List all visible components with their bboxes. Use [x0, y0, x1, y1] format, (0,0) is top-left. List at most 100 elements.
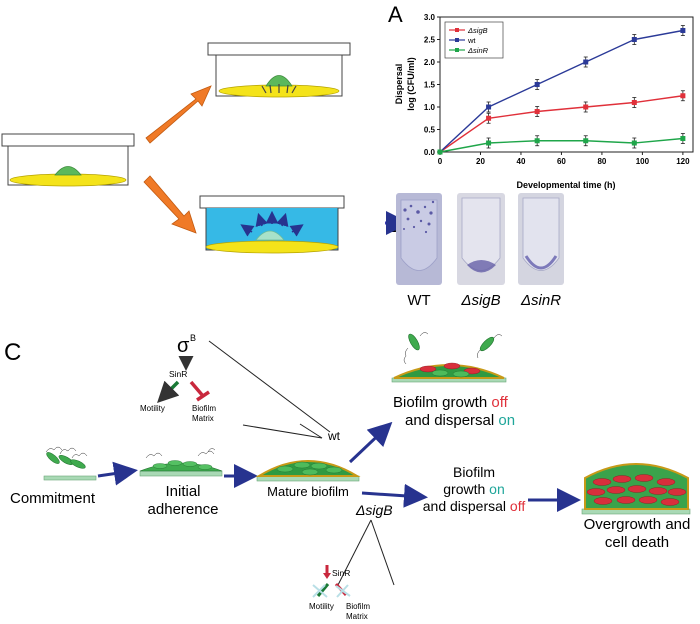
- sigb-network: SinR Motility Biofilm Matrix: [309, 519, 395, 621]
- mut-outcome-3b: off: [510, 498, 525, 514]
- data-point: [486, 140, 492, 146]
- data-point: [631, 100, 637, 105]
- commitment-label: Commitment: [10, 490, 96, 507]
- wt-outcome-1a: Biofilm growth: [393, 394, 491, 411]
- initial-label-1: Initial: [165, 483, 200, 500]
- legend-label-sigB: ΔsigB: [467, 26, 488, 35]
- chart: 0 20 40 60 80 100 120 0.0 0.5 1.0 1.5 2.0 2.5 3.0 Dis…: [394, 13, 694, 190]
- wt-outcome-2b: on: [498, 412, 515, 429]
- data-point: [631, 37, 637, 42]
- wt-outcome-2a: and dispersal: [405, 412, 498, 429]
- y-tick-label: 1.0: [424, 103, 436, 112]
- legend-label-wt: wt: [467, 36, 476, 45]
- orange-arrow-up-icon: [145, 85, 212, 144]
- matrix-label-top-1: Biofilm: [192, 404, 216, 413]
- y-tick-label: 0.5: [424, 126, 436, 135]
- dish-upper: [207, 42, 351, 98]
- wt-outcome-line1: Biofilm growth off: [393, 394, 509, 411]
- motility-blocked-icon: [312, 583, 330, 598]
- data-point: [437, 149, 443, 155]
- series-line-1: [439, 29, 684, 153]
- sinr-label-top: SinR: [169, 369, 187, 379]
- stage-initial-adherence: Initial adherence: [139, 448, 223, 518]
- wt-outcome-line2: and dispersal on: [405, 412, 515, 429]
- mut-outcome-line2: growth on: [443, 481, 505, 497]
- tube-label-sinR: ΔsinR: [520, 292, 561, 309]
- wt-outcome-1b: off: [491, 394, 508, 411]
- x-tick-label: 20: [476, 157, 485, 166]
- mature-label: Mature biofilm: [267, 484, 349, 499]
- sigb-label: ΔsigB: [355, 502, 393, 518]
- x-tick-label: 40: [517, 157, 526, 166]
- data-point: [680, 136, 686, 141]
- data-point: [534, 109, 540, 114]
- data-point: [583, 104, 589, 110]
- data-point: [534, 138, 540, 144]
- y-tick-label: 0.0: [424, 148, 436, 157]
- axis-ticks: 0 20 40 60 80 100 120 0.0 0.5 1.0 1.5 2.0 2.5 3.0: [424, 13, 690, 166]
- y-axis-label-line2: log (CFU/ml): [406, 57, 416, 111]
- overgrowth-label-2: cell death: [605, 534, 669, 551]
- matrix-label-top-2: Matrix: [192, 414, 214, 423]
- x-axis-label: Developmental time (h): [516, 180, 615, 190]
- overgrowth-label-1: Overgrowth and: [584, 516, 691, 533]
- stage-overgrowth: Overgrowth and cell death: [581, 463, 691, 551]
- initial-label-2: adherence: [148, 501, 219, 518]
- legend-label-sinR: ΔsinR: [467, 46, 489, 55]
- y-tick-label: 2.0: [424, 58, 436, 67]
- x-tick-label: 100: [636, 157, 650, 166]
- matrix-label-bottom-2: Matrix: [346, 612, 368, 621]
- motility-label-top: Motility: [140, 404, 165, 413]
- data-point: [486, 115, 492, 121]
- tube-wt: [396, 193, 442, 285]
- sigma-superscript: B: [190, 333, 196, 343]
- sigma-network: σ B SinR Motility Biofilm Matrix wt: [140, 333, 341, 443]
- stage-dispersal: [391, 332, 507, 383]
- orange-arrow-down-icon: [143, 175, 197, 234]
- tube-sinR: [518, 193, 564, 285]
- mut-outcome-line3: and dispersal off: [423, 498, 526, 514]
- x-tick-label: 80: [597, 157, 606, 166]
- motility-label-bottom: Motility: [309, 602, 334, 611]
- data-point: [680, 28, 686, 33]
- sinr-label-bottom: SinR: [332, 568, 350, 578]
- legend: ΔsigB wt ΔsinR: [444, 21, 504, 59]
- mut-outcome-2b: on: [489, 481, 505, 497]
- matrix-label-bottom-1: Biofilm: [346, 602, 370, 611]
- legend-marker-wt: [455, 38, 459, 42]
- mut-outcome-line1: Biofilm: [453, 464, 495, 480]
- series-line-0: [439, 95, 683, 153]
- panel-label-c: C: [4, 339, 21, 366]
- legend-marker-sigB: [455, 28, 459, 32]
- stage-commitment: Commitment: [10, 446, 97, 507]
- data-point: [486, 104, 492, 110]
- data-point: [631, 140, 637, 146]
- data-point: [583, 59, 589, 65]
- y-tick-label: 3.0: [424, 13, 436, 22]
- sigma-symbol: σ: [177, 335, 190, 357]
- stage-mature-biofilm: Mature biofilm: [255, 460, 361, 499]
- chart-series: [437, 25, 686, 155]
- x-tick-label: 0: [438, 157, 443, 166]
- tube-label-wt: WT: [407, 292, 430, 309]
- y-axis-label-line1: Dispersal: [394, 64, 404, 105]
- tube-label-sigB: ΔsigB: [460, 292, 500, 309]
- data-point: [534, 82, 540, 87]
- y-tick-label: 1.5: [424, 81, 436, 90]
- y-tick-label: 2.5: [424, 36, 436, 45]
- dish-initial: [1, 133, 135, 187]
- dish-lower: [199, 195, 345, 254]
- legend-marker-sinR: [455, 48, 459, 52]
- mut-outcome-2a: growth: [443, 481, 489, 497]
- panel-label-a: A: [388, 2, 403, 27]
- data-point: [680, 93, 686, 99]
- series-line-2: [439, 137, 683, 153]
- matrix-blocked-icon: [334, 582, 351, 598]
- x-tick-label: 120: [676, 157, 690, 166]
- wt-label: wt: [327, 429, 341, 443]
- x-tick-label: 60: [557, 157, 566, 166]
- tube-sigB: [457, 193, 505, 285]
- data-point: [583, 138, 589, 144]
- mut-outcome-3a: and dispersal: [423, 498, 510, 514]
